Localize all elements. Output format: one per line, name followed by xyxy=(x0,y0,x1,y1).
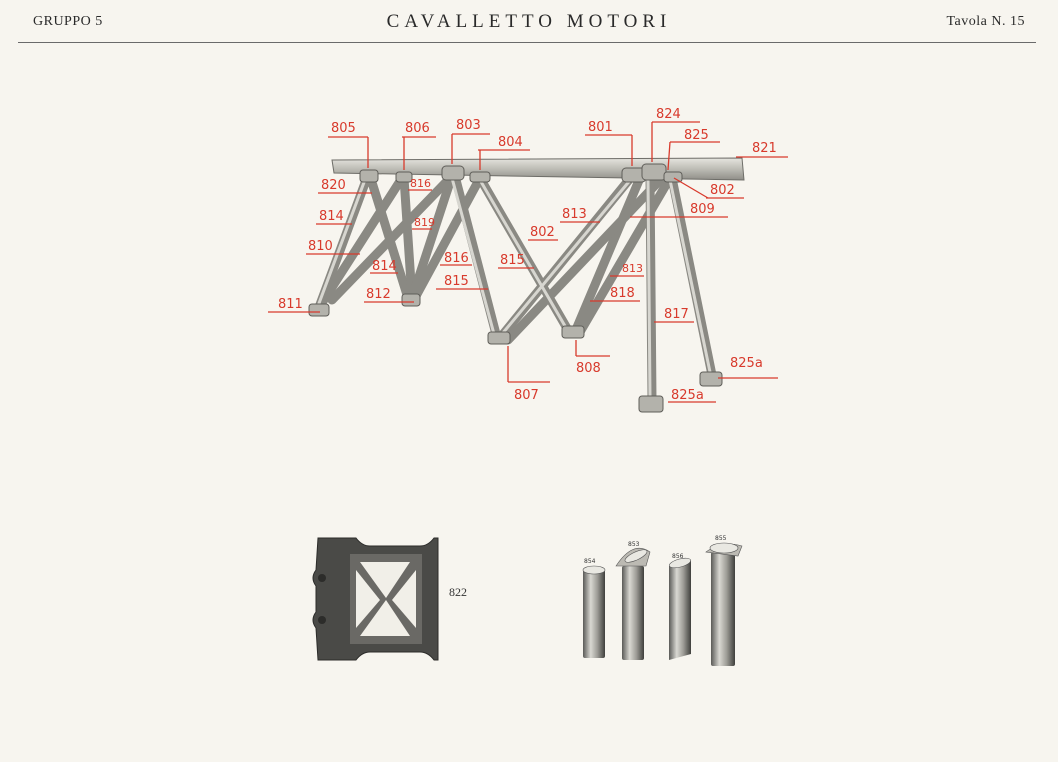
tube-856: 856 xyxy=(669,553,691,660)
strut-highlights xyxy=(316,175,712,398)
callout-824: 824 xyxy=(656,107,681,122)
tube-853: 853 xyxy=(615,541,651,660)
callout-825: 825 xyxy=(684,128,709,143)
group-label: GRUPPO 5 xyxy=(33,14,103,29)
callout-821: 821 xyxy=(752,141,777,156)
tube-856-label: 856 xyxy=(672,553,684,560)
callout-804: 804 xyxy=(498,135,523,150)
tube-853-label: 853 xyxy=(628,541,640,548)
header-rule xyxy=(18,42,1036,43)
callout-817: 817 xyxy=(664,307,689,322)
callout-819: 819 xyxy=(414,216,435,229)
callout-leaders xyxy=(268,121,788,403)
callout-825a-right: 825a xyxy=(730,356,763,371)
callout-807: 807 xyxy=(514,388,539,403)
callout-802-right: 802 xyxy=(710,183,735,198)
callout-labels: 805 806 803 804 801 824 825 821 820 816 … xyxy=(278,107,777,403)
callout-815-center: 815 xyxy=(500,253,525,268)
callout-820: 820 xyxy=(321,178,346,193)
callout-812: 812 xyxy=(366,287,391,302)
tubes-figure: 854 853 856 855 xyxy=(582,535,743,666)
callout-813-upper: 813 xyxy=(562,207,587,222)
callout-814-lower: 814 xyxy=(372,259,397,274)
plate-number: Tavola N. 15 xyxy=(946,14,1025,29)
bracket-plate-822: 822 xyxy=(312,537,467,661)
callout-808: 808 xyxy=(576,361,601,376)
callout-816-top: 816 xyxy=(410,177,431,190)
callout-811: 811 xyxy=(278,297,303,312)
callout-818: 818 xyxy=(610,286,635,301)
callout-803: 803 xyxy=(456,118,481,133)
tube-855: 855 xyxy=(705,535,743,666)
callout-802-center: 802 xyxy=(530,225,555,240)
callout-810: 810 xyxy=(308,239,333,254)
callout-801: 801 xyxy=(588,120,613,135)
engine-stand-drawing xyxy=(308,157,745,413)
tube-854: 854 xyxy=(582,558,606,658)
callout-815-lower: 815 xyxy=(444,274,469,289)
callout-813-lower: 813 xyxy=(622,262,643,275)
tube-854-label: 854 xyxy=(584,558,596,565)
callout-814-left: 814 xyxy=(319,209,344,224)
callout-805: 805 xyxy=(331,121,356,136)
bracket-label: 822 xyxy=(449,585,467,599)
callout-809: 809 xyxy=(690,202,715,217)
callout-816-lower: 816 xyxy=(444,251,469,266)
joints xyxy=(308,163,723,413)
callout-806: 806 xyxy=(405,121,430,136)
page-title: CAVALLETTO MOTORI xyxy=(386,11,672,32)
callout-825a-bottom: 825a xyxy=(671,388,704,403)
tube-855-label: 855 xyxy=(715,535,727,542)
